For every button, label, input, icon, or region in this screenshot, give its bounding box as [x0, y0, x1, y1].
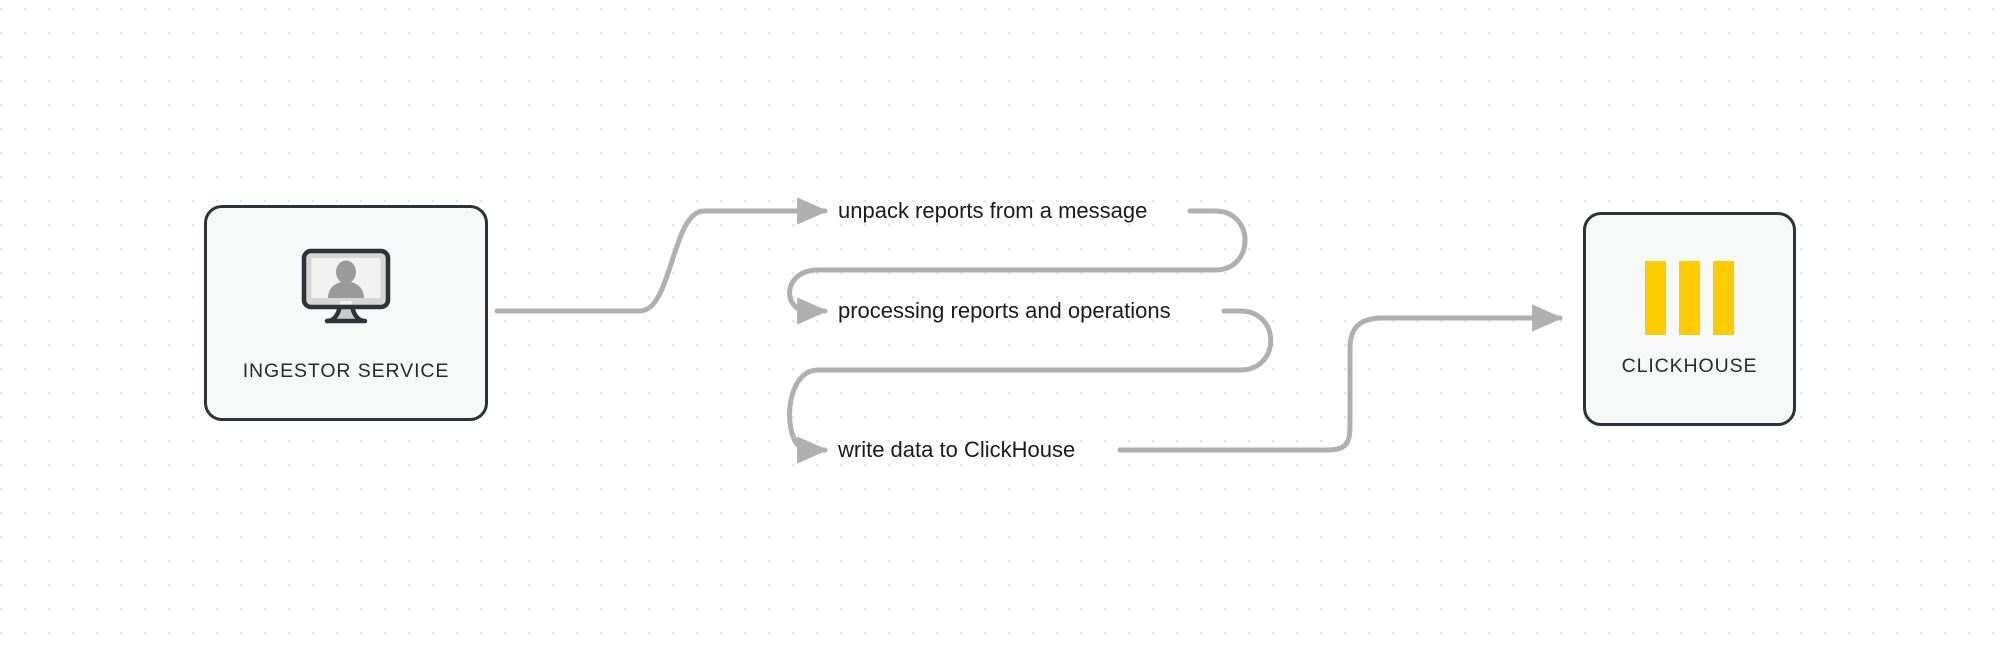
clickhouse-bar-1 [1645, 260, 1666, 335]
node-ingestor-service[interactable]: INGESTOR SERVICE [204, 205, 488, 421]
edge-path-row1-to-row2 [787, 208, 1248, 325]
clickhouse-bar-3 [1713, 260, 1734, 335]
edge-label-write-data: write data to ClickHouse [838, 437, 1076, 462]
edge-path-source-to-row1 [494, 197, 829, 314]
edge-path-row3-to-clickhouse [1117, 304, 1564, 453]
node-label-ingestor-service: INGESTOR SERVICE [242, 360, 450, 382]
clickhouse-bar-2 [1679, 260, 1700, 335]
node-clickhouse[interactable]: CLICKHOUSE [1583, 212, 1796, 426]
edge-label-unpack: unpack reports from a message [838, 198, 1148, 223]
node-label-clickhouse: CLICKHOUSE [1621, 354, 1758, 377]
monitor-user-icon [294, 243, 398, 340]
edge-label-processing: processing reports and operations [838, 298, 1171, 323]
clickhouse-logo-icon [1645, 260, 1734, 335]
edge-path-row2-to-row3 [787, 308, 1274, 464]
